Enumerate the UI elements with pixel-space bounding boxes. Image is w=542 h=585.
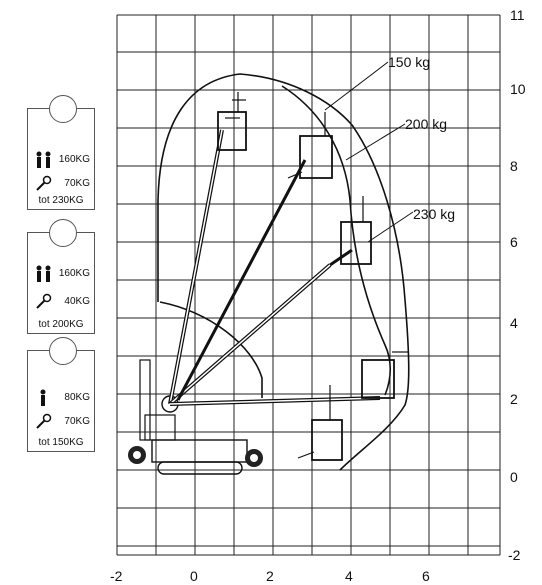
horizontal-grid <box>117 14 500 556</box>
leader-200kg <box>345 123 406 161</box>
y-tick-8: 8 <box>510 158 518 174</box>
y-tick-4: 4 <box>510 315 518 331</box>
tools-row: 70KG <box>32 173 90 193</box>
curve-label-150kg: 150 kg <box>388 54 430 70</box>
person-head-icon <box>49 95 77 123</box>
tools-weight: 70KG <box>64 415 90 427</box>
persons-row: 160KG <box>32 263 90 283</box>
basket-middle-right <box>340 196 372 265</box>
person-head-icon <box>49 219 77 247</box>
leader-230kg <box>367 211 414 243</box>
y-tick-0: 0 <box>510 469 518 485</box>
machine-silhouette <box>128 129 381 475</box>
tools-weight: 40KG <box>64 295 90 307</box>
y-tick-minus-2: -2 <box>508 547 521 563</box>
load-card-230kg: 160KG 70KG tot 230KG <box>27 95 95 210</box>
basket-low-right <box>361 351 408 399</box>
y-tick-11: 11 <box>510 7 525 23</box>
middle-envelope-curve <box>281 85 392 396</box>
outer-envelope-curve <box>157 73 410 471</box>
total-weight: tot 150KG <box>38 437 84 448</box>
x-tick-4: 4 <box>345 568 353 584</box>
load-card-200kg: 160KG 40KG tot 200KG <box>27 219 95 334</box>
leader-150kg <box>324 61 389 111</box>
persons-row: 160KG <box>32 149 90 169</box>
wrench-icon <box>36 293 52 309</box>
curve-label-230kg: 230 kg <box>413 206 455 222</box>
persons-weight: 160KG <box>58 153 90 165</box>
tools-row: 70KG <box>32 411 90 431</box>
curve-label-200kg: 200 kg <box>405 116 447 132</box>
basket-low-center <box>297 385 343 461</box>
tools-row: 40KG <box>32 291 90 311</box>
tools-weight: 70KG <box>64 177 90 189</box>
x-tick-0: 0 <box>190 568 198 584</box>
vertical-grid <box>116 15 501 555</box>
y-tick-2: 2 <box>510 391 518 407</box>
x-tick-6: 6 <box>422 568 430 584</box>
persons-weight: 80KG <box>64 391 90 403</box>
two-persons-icon <box>36 265 51 282</box>
basket-upper-right <box>287 112 333 179</box>
x-tick-2: 2 <box>266 568 274 584</box>
x-tick-minus-2: -2 <box>110 568 123 584</box>
wrench-icon <box>36 175 52 191</box>
wrench-icon <box>36 413 52 429</box>
two-persons-icon <box>36 151 51 168</box>
load-card-150kg: 80KG 70KG tot 150KG <box>27 337 95 452</box>
y-tick-6: 6 <box>510 234 518 250</box>
person-head-icon <box>49 337 77 365</box>
total-weight: tot 200KG <box>38 319 84 330</box>
persons-weight: 160KG <box>58 267 90 279</box>
y-tick-10: 10 <box>510 81 526 97</box>
inner-envelope-curve <box>159 301 263 398</box>
basket-top <box>217 92 247 151</box>
total-weight: tot 230KG <box>38 195 84 206</box>
persons-row: 80KG <box>32 387 90 407</box>
single-person-icon <box>40 389 46 406</box>
